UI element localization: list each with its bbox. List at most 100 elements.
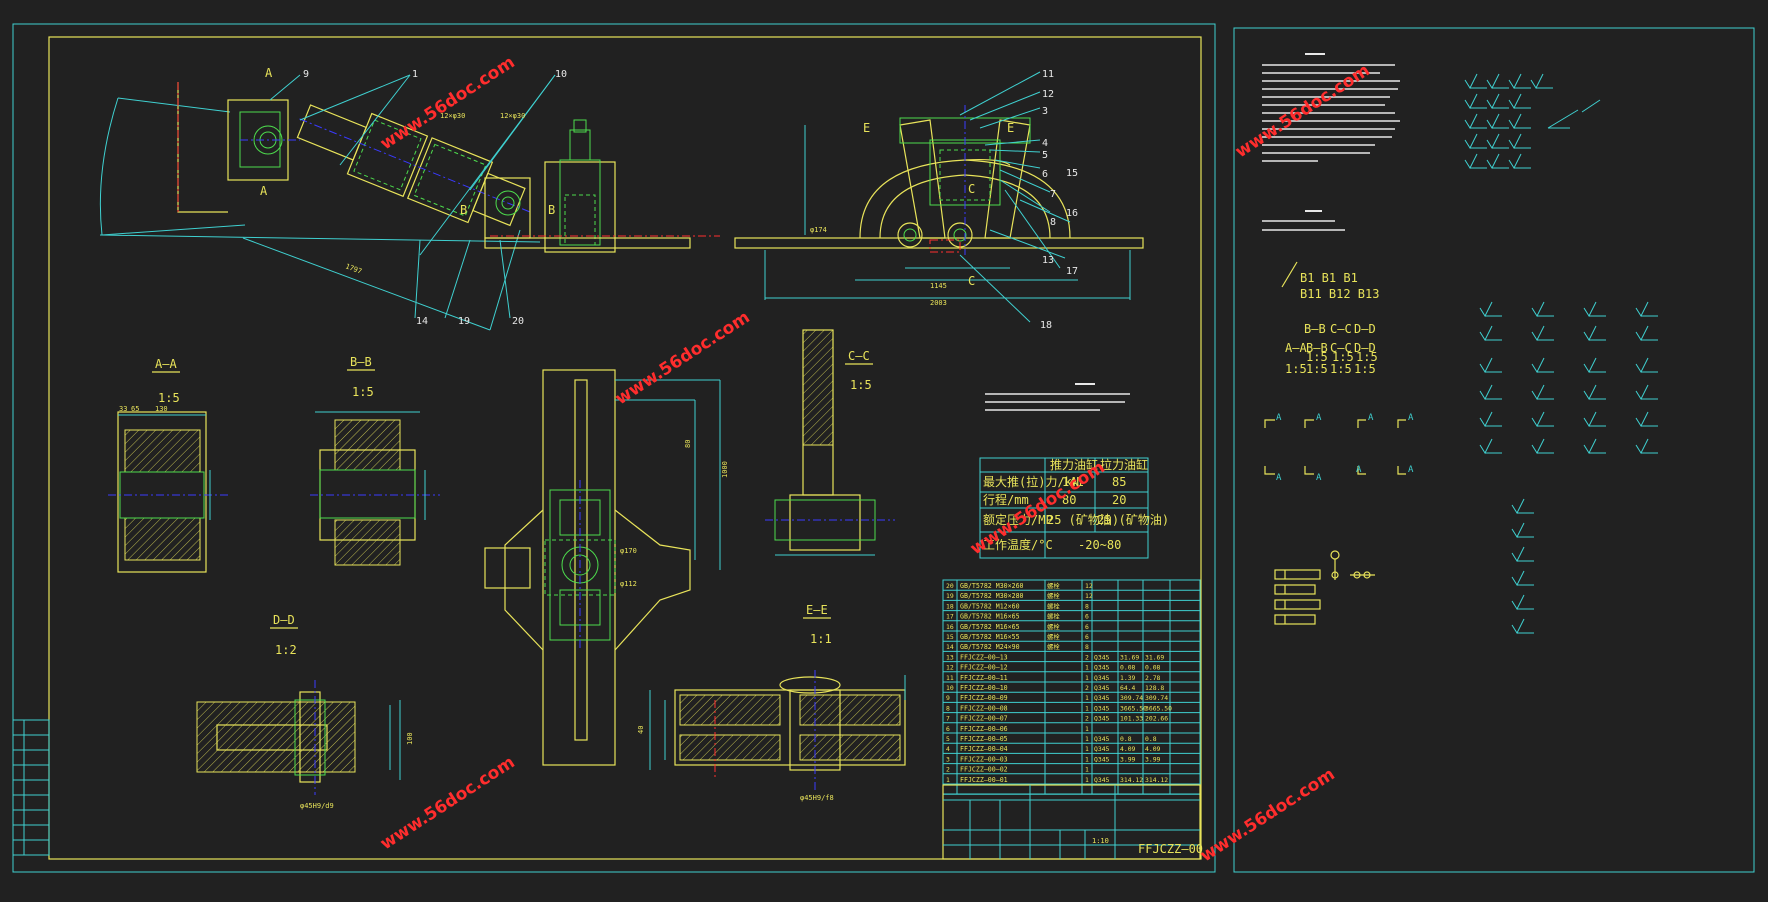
svg-text:额定压力/MP: 额定压力/MP: [983, 512, 1053, 527]
svg-text:6: 6: [1042, 169, 1048, 180]
svg-text:A: A: [1408, 465, 1414, 475]
svg-text:B—B: B—B: [1304, 322, 1326, 336]
svg-text:行程/mm: 行程/mm: [983, 492, 1029, 507]
bom-cell: 螺栓: [1047, 591, 1060, 600]
roughness-symbol: [1635, 411, 1658, 428]
svg-text:A: A: [1368, 413, 1374, 423]
roughness-symbol: [1479, 357, 1502, 374]
watermark-2: www.56doc.com: [1232, 60, 1374, 162]
bom-cell: 202.66: [1145, 715, 1168, 723]
roughness-symbol: [1508, 93, 1531, 110]
svg-text:E: E: [1007, 121, 1014, 135]
svg-text:推力油缸: 推力油缸: [1050, 457, 1098, 472]
roughness-symbols: [1464, 73, 1658, 635]
roughness-symbol: [1479, 438, 1502, 455]
svg-text:C: C: [968, 182, 975, 196]
bom-cell: GB/T5782 M30×280: [960, 592, 1024, 600]
bom-cell: 18: [946, 602, 954, 610]
svg-text:130: 130: [155, 405, 168, 413]
bom-cell: Q345: [1094, 704, 1110, 712]
svg-text:1797: 1797: [344, 262, 363, 275]
roughness-symbol: [1464, 73, 1487, 90]
bom-cell: FFJCZZ—00—06: [960, 725, 1008, 733]
svg-text:1145: 1145: [930, 282, 947, 290]
view-letter-marks: A A B B C C E E: [260, 66, 1014, 288]
bom-cell: 3: [946, 755, 950, 763]
leaders-main-side: [269, 74, 556, 319]
roughness-symbol: [1583, 301, 1606, 318]
bom-cell: 螺栓: [1047, 612, 1060, 621]
svg-text:1:5: 1:5: [1354, 362, 1376, 376]
bom-cell: 10: [946, 684, 954, 692]
roughness-symbol: [1464, 133, 1487, 150]
bom-cell: 1: [1085, 745, 1089, 753]
bom-cell: FFJCZZ—00—09: [960, 694, 1008, 702]
bom-cell: FFJCZZ—00—11: [960, 674, 1008, 682]
bom-cell: 314.12: [1120, 776, 1143, 784]
svg-text:11: 11: [1042, 69, 1054, 80]
bom-cell: 螺栓: [1047, 642, 1060, 651]
svg-text:拉力油缸: 拉力油缸: [1100, 457, 1148, 472]
bom-cell: Q345: [1094, 653, 1110, 661]
bom-cell: 3665.50: [1120, 704, 1147, 712]
svg-text:C—C: C—C: [1330, 322, 1352, 336]
roughness-symbol: [1531, 357, 1554, 374]
bom-cell: 19: [946, 592, 954, 600]
bom-cell: 31.69: [1145, 653, 1164, 661]
bom-cell: FFJCZZ—00—12: [960, 664, 1008, 672]
svg-text:25 (矿物油): 25 (矿物油): [1047, 513, 1119, 527]
svg-text:φ45H9/f8: φ45H9/f8: [800, 794, 834, 802]
roughness-symbol: [1508, 133, 1531, 150]
roughness-symbol: [1531, 301, 1554, 318]
roughness-symbol: [1486, 133, 1509, 150]
section-aa: [108, 411, 230, 573]
title-aa: A—A: [155, 357, 177, 371]
svg-text:141: 141: [1062, 475, 1084, 489]
roughness-leader: [1581, 99, 1601, 113]
svg-text:1:5: 1:5: [1306, 362, 1328, 376]
bom-cell: FFJCZZ—00—04: [960, 745, 1008, 753]
svg-text:A: A: [265, 66, 273, 80]
bom-cell: Q345: [1094, 735, 1110, 743]
bom-cell: 11: [946, 674, 954, 682]
bom-cell: 3.99: [1145, 755, 1161, 763]
svg-text:A: A: [1356, 465, 1362, 475]
bom-cell: 0.08: [1120, 664, 1136, 672]
bom-cell: 9: [946, 694, 950, 702]
bom-cell: FFJCZZ—00—01: [960, 776, 1008, 784]
title-dd: D—D: [273, 613, 295, 627]
bom-cell: GB/T5782 M16×55: [960, 633, 1020, 641]
svg-text:1:5: 1:5: [1332, 350, 1354, 364]
svg-text:D—D: D—D: [1354, 322, 1376, 336]
bom-cell: Q345: [1094, 684, 1110, 692]
roughness-symbol: [1508, 113, 1531, 130]
rp-line1: B1 B1 B1: [1300, 271, 1358, 285]
main-view-side: [99, 74, 720, 331]
watermark-1: www.56doc.com: [377, 52, 519, 154]
svg-text:1000: 1000: [721, 461, 729, 478]
svg-text:16: 16: [1066, 208, 1078, 219]
roughness-symbol: [1583, 357, 1606, 374]
svg-text:12×φ30: 12×φ30: [500, 112, 525, 120]
bom-cell: Q345: [1094, 776, 1110, 784]
bom-cell: 螺栓: [1047, 601, 1060, 610]
bom-cell: 13: [946, 653, 954, 661]
svg-text:80: 80: [684, 440, 692, 448]
bom-cell: 6: [946, 725, 950, 733]
bom-cell: 1: [946, 776, 950, 784]
roughness-symbol: [1486, 153, 1509, 170]
bom-cell: 螺栓: [1047, 632, 1060, 641]
scale-ee: 1:1: [810, 632, 832, 646]
svg-text:A: A: [1276, 413, 1282, 423]
bom-cell: 1: [1085, 674, 1089, 682]
